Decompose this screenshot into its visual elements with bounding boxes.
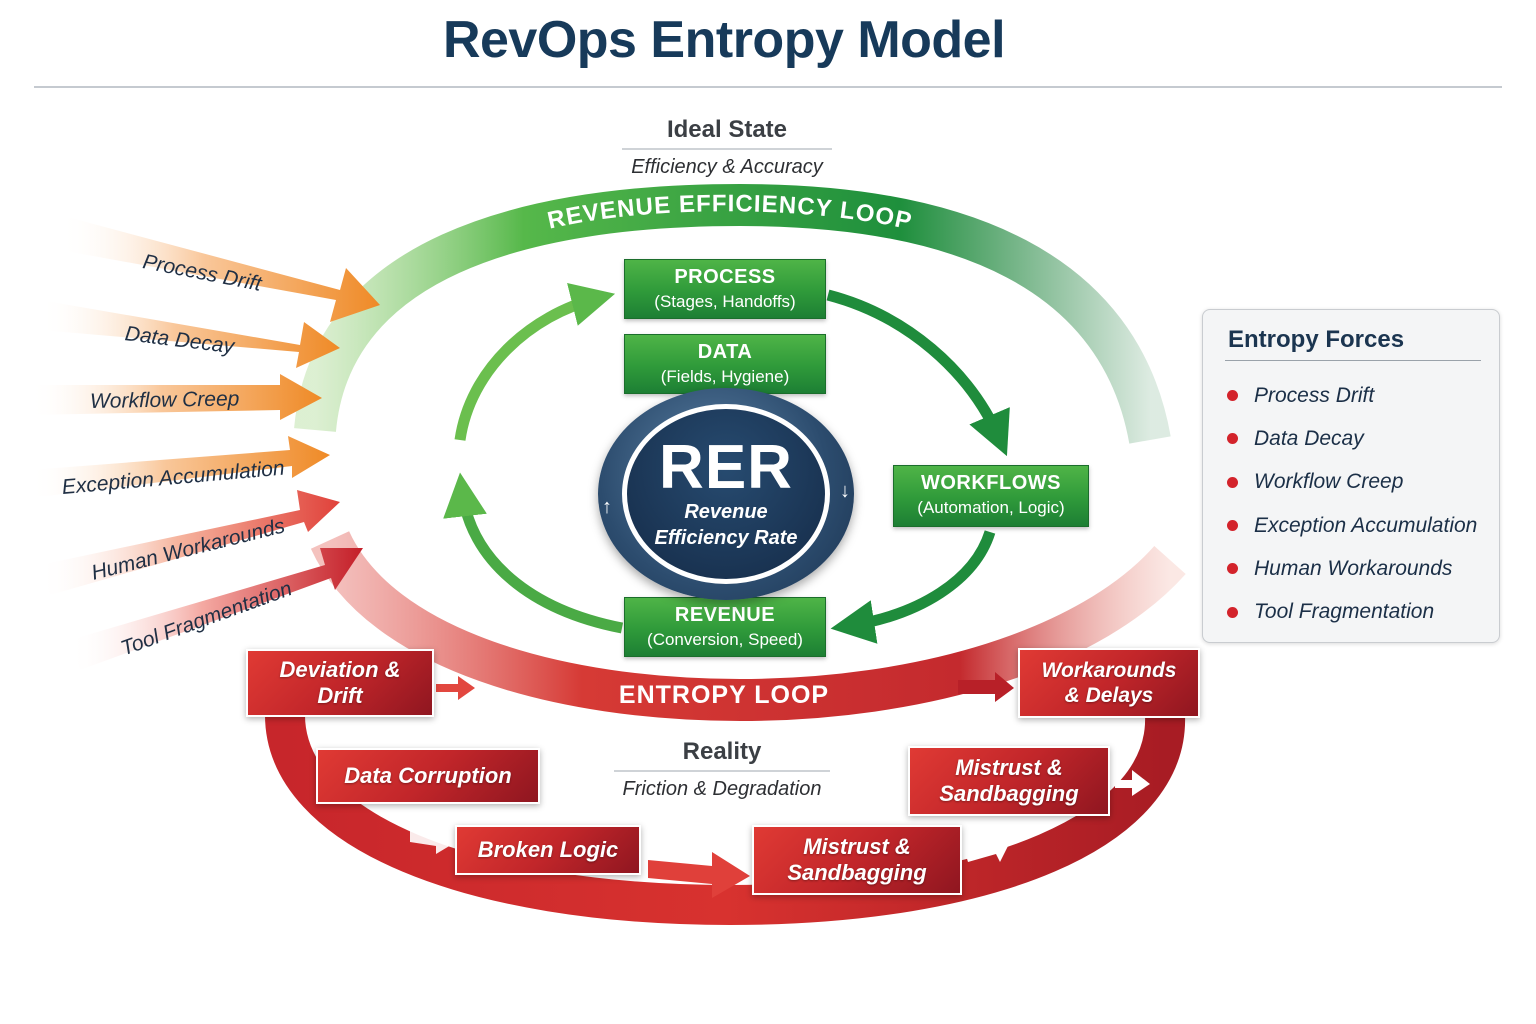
page-title: RevOps Entropy Model — [442, 11, 1006, 69]
force-arrow-data-decay — [40, 300, 340, 368]
stage-data-subtitle: (Fields, Hygiene) — [660, 367, 790, 386]
stage-process-title: PROCESS — [674, 266, 776, 288]
legend-item: Human Workarounds — [1227, 547, 1477, 590]
arrow-deviation-to-loop — [436, 676, 475, 700]
force-arrow-tool-fragmentation — [70, 548, 363, 670]
force-arrow-workflow-creep — [30, 374, 322, 420]
legend-item-label: Data Decay — [1254, 426, 1364, 450]
stage-workflows: WORKFLOWS (Automation, Logic) — [893, 465, 1089, 527]
entropy-loop-label: ENTROPY LOOP — [619, 681, 829, 709]
bullet-dot-icon — [1227, 606, 1238, 618]
ideal-state-label: Ideal State Efficiency & Accuracy — [622, 116, 832, 179]
stage-workflows-title: WORKFLOWS — [920, 472, 1062, 494]
bullet-dot-icon — [1227, 476, 1238, 488]
entropy-stage-workarounds-delays: Workarounds & Delays — [1018, 648, 1200, 718]
arrow-left-to-process — [454, 283, 616, 441]
entropy-stage-mistrust-upper: Mistrust & Sandbagging — [908, 746, 1110, 816]
entropy-loop-lower-arc — [265, 713, 1186, 926]
force-label-workflow-creep: Workflow Creep — [89, 387, 240, 413]
legend-item: Tool Fragmentation — [1227, 590, 1477, 633]
cycle-arrow-down-icon: ↓ — [840, 480, 850, 502]
stage-data-title: DATA — [697, 341, 753, 363]
legend-item: Data Decay — [1227, 417, 1477, 460]
arrow-to-mistrust-upper — [965, 838, 1012, 862]
bullet-dot-icon — [1227, 433, 1238, 445]
stage-workflows-subtitle: (Automation, Logic) — [917, 498, 1065, 517]
stage-process-subtitle: (Stages, Handoffs) — [654, 292, 796, 311]
reality-subtitle: Friction & Degradation — [622, 778, 822, 800]
stage-revenue: REVENUE (Conversion, Speed) — [624, 597, 826, 657]
stage-process: PROCESS (Stages, Handoffs) — [624, 259, 826, 319]
legend-item-label: Tool Fragmentation — [1254, 600, 1435, 624]
entropy-stage-deviation-drift: Deviation & Drift — [246, 649, 434, 717]
force-arrow-process-drift — [60, 215, 380, 322]
rer-inner-circle: RER Revenue Efficiency Rate — [622, 404, 830, 584]
legend-title: Entropy Forces — [1228, 326, 1405, 353]
rer-line-2: Efficiency Rate — [654, 527, 798, 549]
arrow-revenue-to-left — [443, 472, 624, 634]
entropy-stage-data-corruption: Data Corruption — [316, 748, 540, 804]
force-arrow-exception-accumulation — [30, 436, 330, 498]
arrow-to-broken-logic — [410, 824, 456, 854]
force-arrow-human-workarounds — [40, 490, 340, 595]
incoming-force-arrows — [30, 215, 380, 670]
rer-abbreviation: RER — [659, 433, 793, 502]
legend-item: Exception Accumulation — [1227, 504, 1477, 547]
bullet-dot-icon — [1227, 390, 1238, 402]
legend-item-label: Human Workarounds — [1254, 556, 1453, 580]
entropy-forces-legend: Entropy Forces Process Drift Data Decay … — [1202, 309, 1500, 643]
entropy-stage-broken-logic: Broken Logic — [455, 825, 641, 875]
ideal-state-divider — [622, 148, 832, 150]
reality-label: Reality Friction & Degradation — [614, 738, 830, 801]
legend-list: Process Drift Data Decay Workflow Creep … — [1227, 374, 1477, 634]
arrow-to-workarounds-upper — [1115, 770, 1150, 796]
legend-item: Workflow Creep — [1227, 461, 1477, 504]
reality-divider — [614, 770, 830, 772]
arrow-loop-to-workarounds — [958, 672, 1014, 702]
arrow-process-to-workflows — [826, 289, 1010, 457]
bullet-dot-icon — [1227, 520, 1238, 532]
legend-item: Process Drift — [1227, 374, 1477, 417]
stage-data: DATA (Fields, Hygiene) — [624, 334, 826, 394]
bullet-dot-icon — [1227, 563, 1238, 575]
rer-line-1: Revenue — [684, 501, 768, 523]
rer-core-metric: RER Revenue Efficiency Rate ↓ ↑ — [598, 388, 854, 600]
entropy-stage-mistrust-lower: Mistrust & Sandbagging — [752, 825, 962, 895]
reality-title: Reality — [682, 738, 762, 765]
ideal-state-title: Ideal State — [666, 116, 788, 143]
title-divider — [34, 86, 1502, 88]
stage-revenue-title: REVENUE — [674, 604, 776, 626]
entropy-loop-arc — [310, 530, 1186, 722]
legend-item-label: Exception Accumulation — [1254, 513, 1478, 537]
stage-revenue-subtitle: (Conversion, Speed) — [647, 630, 803, 649]
arrow-workflows-to-revenue — [830, 530, 996, 644]
cycle-arrow-up-icon: ↑ — [602, 496, 612, 518]
legend-item-label: Process Drift — [1254, 383, 1375, 407]
ideal-state-subtitle: Efficiency & Accuracy — [631, 156, 823, 178]
legend-divider — [1225, 360, 1481, 361]
legend-item-label: Workflow Creep — [1254, 470, 1404, 494]
arrow-to-mistrust-lower — [648, 852, 750, 898]
